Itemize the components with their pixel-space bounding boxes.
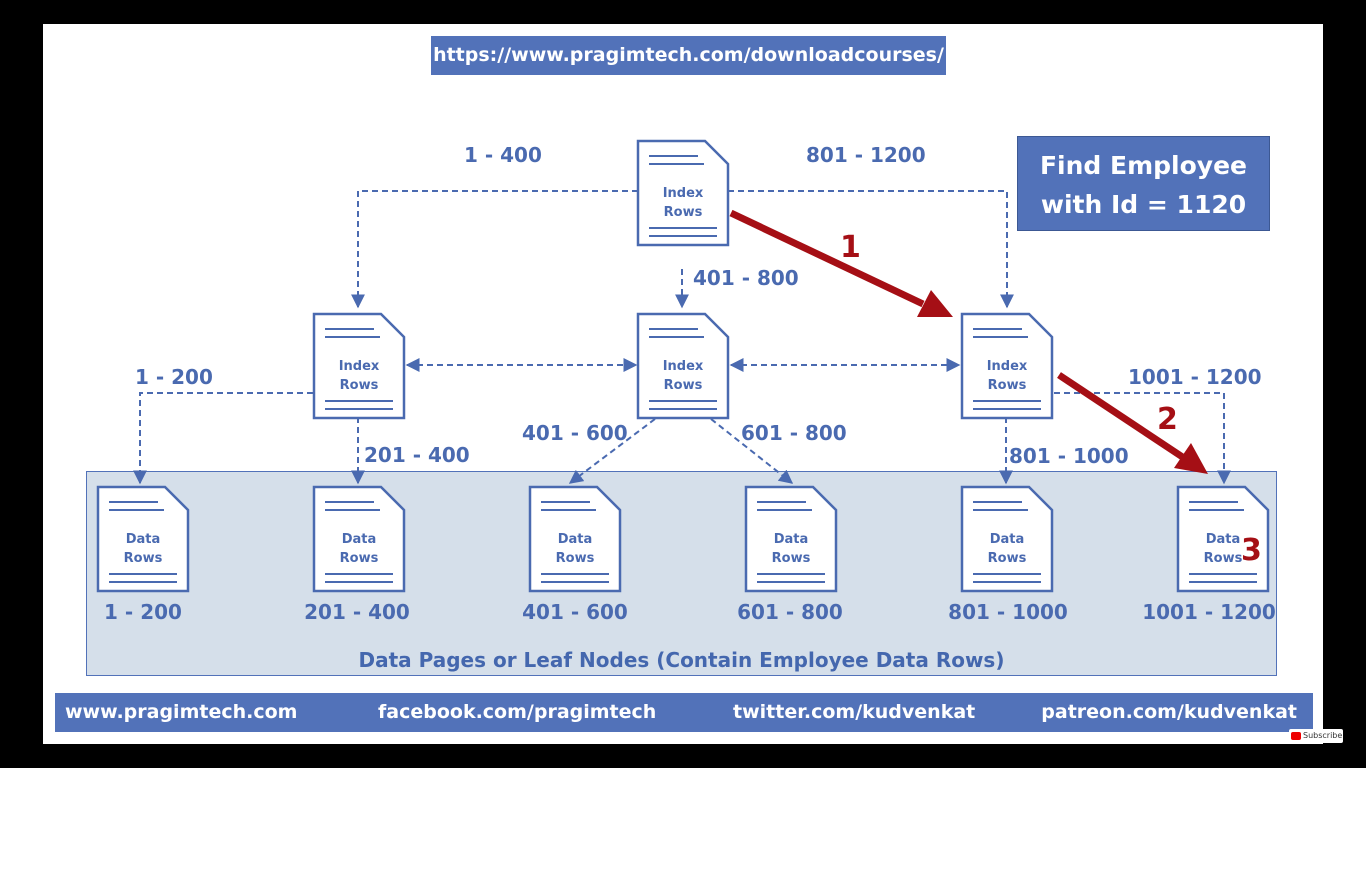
- index-page-left: Index Rows: [312, 312, 406, 420]
- leaf-label-5: 801 - 1000: [948, 600, 1068, 624]
- index-page-middle: Index Rows: [636, 312, 730, 420]
- doc-label-line2: Rows: [988, 378, 1027, 393]
- footer-facebook: facebook.com/pragimtech: [378, 701, 657, 723]
- youtube-icon: [1291, 732, 1301, 740]
- range-label-mid-a: 401 - 600: [522, 421, 628, 445]
- callout-line1: Find Employee: [1039, 151, 1248, 180]
- step-1: 1: [840, 230, 861, 265]
- index-page-root: Index Rows: [636, 139, 730, 247]
- index-page-right: Index Rows: [960, 312, 1054, 420]
- leaf-label-6: 1001 - 1200: [1142, 600, 1276, 624]
- callout-box: Find Employee with Id = 1120: [1017, 136, 1270, 231]
- doc-label-line2: Rows: [124, 551, 163, 566]
- video-frame: https://www.pragimtech.com/downloadcours…: [0, 0, 1366, 768]
- doc-label-line1: Data: [126, 532, 161, 547]
- range-label-mid-b: 601 - 800: [741, 421, 847, 445]
- doc-label-line2: Rows: [340, 551, 379, 566]
- doc-label-line1: Data: [1206, 532, 1241, 547]
- data-page-6: Data Rows: [1176, 485, 1270, 593]
- doc-label-line1: Data: [774, 532, 809, 547]
- step-2: 2: [1157, 402, 1178, 437]
- doc-label-line2: Rows: [1204, 551, 1243, 566]
- search-path: [729, 209, 1208, 474]
- range-label-left-a: 1 - 200: [135, 365, 213, 389]
- range-label-root-mid: 401 - 800: [693, 266, 799, 290]
- doc-label-line1: Data: [990, 532, 1025, 547]
- range-label-right-b: 1001 - 1200: [1128, 365, 1262, 389]
- doc-label-line2: Rows: [556, 551, 595, 566]
- footer-twitter: twitter.com/kudvenkat: [733, 701, 976, 723]
- footer-patreon: patreon.com/kudvenkat: [1041, 701, 1297, 723]
- range-label-root-right: 801 - 1200: [806, 143, 926, 167]
- connectors: [133, 190, 1231, 485]
- doc-label-line1: Index: [339, 359, 380, 374]
- footer-site: www.pragimtech.com: [65, 701, 298, 723]
- data-page-1: Data Rows: [96, 485, 190, 593]
- doc-label-line1: Index: [663, 359, 704, 374]
- leaf-label-1: 1 - 200: [104, 600, 182, 624]
- arrow-head-1: [917, 290, 953, 317]
- connector-root-left: [351, 190, 638, 309]
- range-label-root-left: 1 - 400: [464, 143, 542, 167]
- range-label-left-b: 201 - 400: [364, 443, 470, 467]
- doc-label-line2: Rows: [772, 551, 811, 566]
- slide: https://www.pragimtech.com/downloadcours…: [43, 24, 1323, 744]
- doc-label-line1: Index: [663, 186, 704, 201]
- connector-right-leaf6: [1054, 392, 1231, 485]
- arrow-head-2: [1174, 443, 1208, 474]
- range-label-right-a: 801 - 1000: [1009, 444, 1129, 468]
- b-tree-diagram: Index Rows Index Rows Index Rows Index R…: [96, 139, 1276, 624]
- url-banner: https://www.pragimtech.com/downloadcours…: [431, 36, 946, 75]
- leaf-label-3: 401 - 600: [522, 600, 628, 624]
- leaf-label-2: 201 - 400: [304, 600, 410, 624]
- subscribe-label: Subscribe: [1303, 731, 1343, 740]
- doc-label-line1: Index: [987, 359, 1028, 374]
- data-page-4: Data Rows: [744, 485, 838, 593]
- leaf-caption: Data Pages or Leaf Nodes (Contain Employ…: [358, 648, 1005, 672]
- data-page-5: Data Rows: [960, 485, 1054, 593]
- connector-root-right: [728, 190, 1014, 309]
- connector-mid-leaf3: [568, 418, 656, 484]
- connector-left-leaf1: [133, 392, 313, 485]
- connector-mid-leaf4: [710, 418, 794, 484]
- doc-label-line1: Data: [558, 532, 593, 547]
- doc-label-line2: Rows: [988, 551, 1027, 566]
- doc-label-line1: Data: [342, 532, 377, 547]
- leaf-nodes-panel: [86, 471, 1277, 676]
- callout-line2: with Id = 1120: [1040, 190, 1247, 219]
- data-page-2: Data Rows: [312, 485, 406, 593]
- subscribe-button[interactable]: Subscribe: [1289, 729, 1343, 743]
- leaf-label-4: 601 - 800: [737, 600, 843, 624]
- doc-label-line2: Rows: [664, 378, 703, 393]
- doc-label-line2: Rows: [664, 205, 703, 220]
- data-page-3: Data Rows: [528, 485, 622, 593]
- step-3: 3: [1241, 533, 1262, 568]
- doc-label-line2: Rows: [340, 378, 379, 393]
- footer-bar: www.pragimtech.com facebook.com/pragimte…: [55, 693, 1313, 732]
